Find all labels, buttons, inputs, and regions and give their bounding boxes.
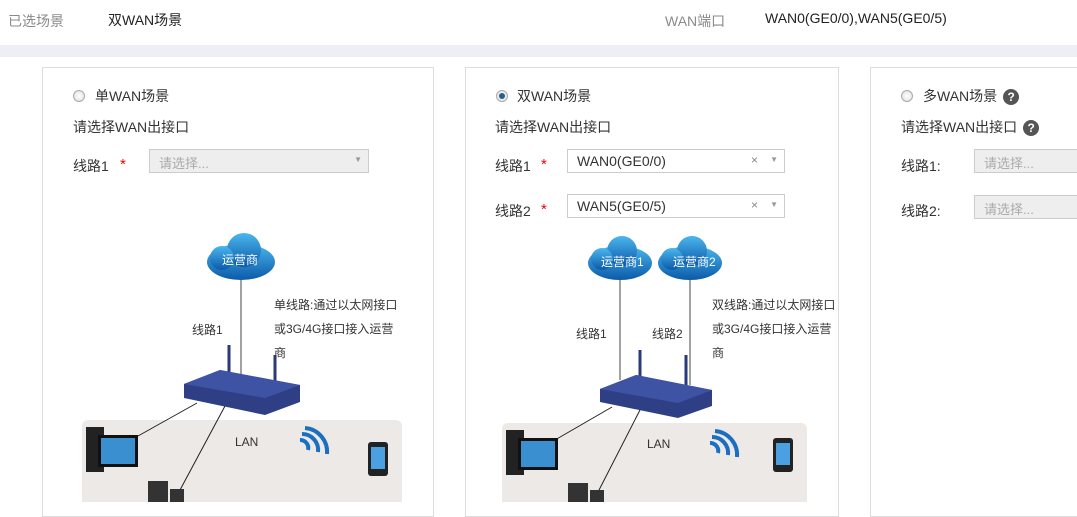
multi-line1-label: 线路1: xyxy=(901,158,941,174)
single-wan-radio[interactable] xyxy=(73,90,85,102)
placeholder: 请选择... xyxy=(159,156,209,171)
selected-value: WAN5(GE0/5) xyxy=(577,198,666,214)
help-icon[interactable]: ? xyxy=(1023,120,1040,137)
chevron-down-icon: ▼ xyxy=(770,200,778,209)
multi-wan-title: 多WAN场景? xyxy=(923,86,1020,106)
multi-line2-label: 线路2: xyxy=(901,203,941,219)
title-text: 多WAN场景 xyxy=(923,88,998,104)
multi-wan-panel xyxy=(870,67,1077,517)
wan-port-label: WAN端口 xyxy=(665,13,726,29)
dual-wan-title: 双WAN场景 xyxy=(517,88,592,104)
single-wan-title: 单WAN场景 xyxy=(95,88,170,104)
multi-wan-prompt: 请选择WAN出接口? xyxy=(901,117,1040,137)
dual-line1-label: 线路1 xyxy=(495,158,531,174)
chevron-down-icon: ▼ xyxy=(770,155,778,164)
diagram-line-label: 线路1 xyxy=(576,327,607,341)
selected-scene-label: 已选场景 xyxy=(8,13,64,29)
diagram-line-label: 线路1 xyxy=(192,323,223,337)
dual-line2-label: 线路2 xyxy=(495,203,531,219)
selected-scene-value: 双WAN场景 xyxy=(108,12,183,28)
lan-label: LAN xyxy=(647,437,671,451)
prompt-text: 请选择WAN出接口 xyxy=(901,119,1018,135)
single-description: 单线路:通过以太网接口或3G/4G接口接入运营商 xyxy=(274,298,398,360)
multi-line1-select[interactable]: 请选择... xyxy=(974,149,1077,173)
required-mark: * xyxy=(120,156,126,173)
dual-description: 双线路:通过以太网接口或3G/4G接口接入运营商 xyxy=(712,298,836,360)
clear-icon[interactable]: × xyxy=(750,198,758,212)
single-line1-label: 线路1 xyxy=(73,158,109,174)
divider-band xyxy=(0,45,1077,57)
dual-wan-prompt: 请选择WAN出接口 xyxy=(495,119,612,135)
placeholder: 请选择... xyxy=(984,156,1034,171)
selected-value: WAN0(GE0/0) xyxy=(577,153,666,169)
multi-wan-radio[interactable] xyxy=(901,90,913,102)
chevron-down-icon: ▼ xyxy=(354,155,362,164)
help-icon[interactable]: ? xyxy=(1003,89,1020,106)
single-wan-prompt: 请选择WAN出接口 xyxy=(73,119,190,135)
dual-line1-select[interactable]: WAN0(GE0/0) × ▼ xyxy=(567,149,785,173)
lan-label: LAN xyxy=(235,435,259,449)
required-mark: * xyxy=(541,156,547,173)
clear-icon[interactable]: × xyxy=(750,153,758,167)
required-mark: * xyxy=(541,201,547,218)
cloud-label: 运营商2 xyxy=(673,255,716,269)
multi-line2-select[interactable]: 请选择... xyxy=(974,195,1077,219)
wan-port-value: WAN0(GE0/0),WAN5(GE0/5) xyxy=(765,10,947,26)
placeholder: 请选择... xyxy=(984,202,1034,217)
single-line1-select[interactable]: 请选择... ▼ xyxy=(149,149,369,173)
cloud-label: 运营商 xyxy=(222,253,259,267)
cloud-label: 运营商1 xyxy=(601,255,644,269)
dual-wan-radio[interactable] xyxy=(496,90,508,102)
dual-line2-select[interactable]: WAN5(GE0/5) × ▼ xyxy=(567,194,785,218)
diagram-line-label: 线路2 xyxy=(652,327,683,341)
